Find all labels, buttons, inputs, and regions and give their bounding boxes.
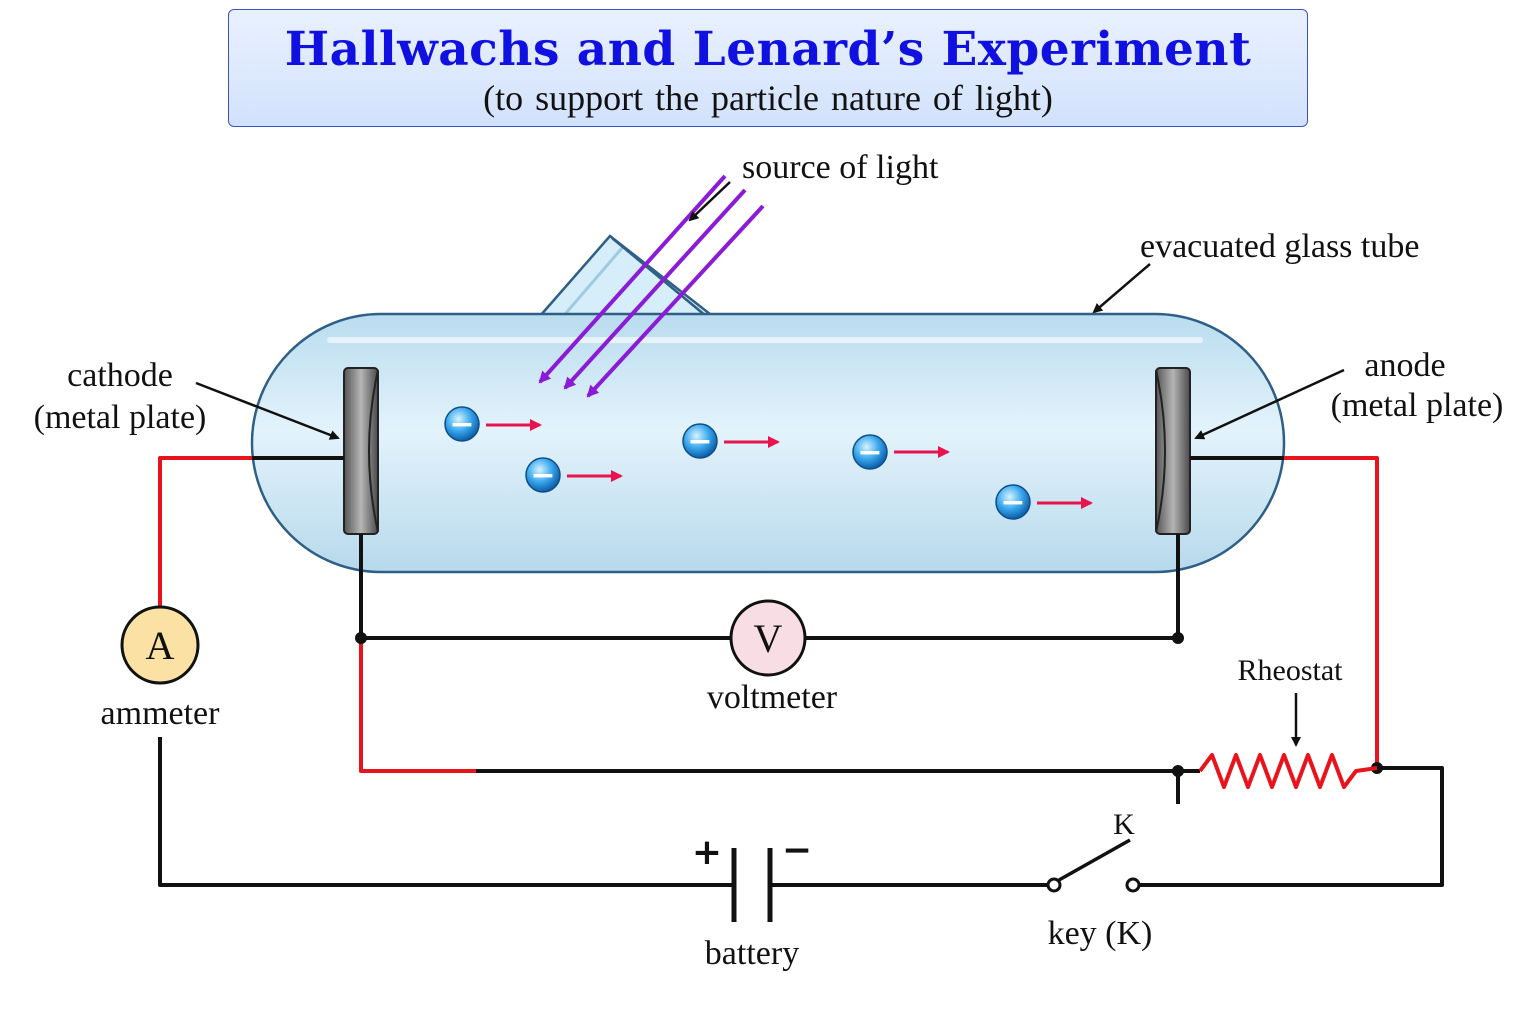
svg-text:−: −: [530, 458, 555, 493]
light-ray: [563, 188, 747, 390]
key-symbol: K: [1113, 808, 1135, 841]
light-ray: [586, 204, 765, 398]
pointer-anode: [1194, 368, 1345, 440]
title-box: Hallwachs and Lenard’s Experiment (to su…: [228, 9, 1308, 127]
electron: −: [852, 434, 950, 470]
electron: −: [444, 406, 542, 442]
svg-text:−: −: [1000, 485, 1025, 520]
label-anode-sub: (metal plate): [1331, 387, 1504, 424]
label-cathode-sub: (metal plate): [34, 399, 207, 436]
pointer-tube: [1092, 263, 1151, 314]
electrons: − − − − −: [444, 406, 1093, 520]
ammeter-symbol: A: [146, 623, 175, 668]
light-rays: [538, 174, 765, 398]
cathode-plate: [343, 367, 379, 535]
rheostat-coil: [1198, 753, 1378, 789]
svg-text:−: −: [857, 435, 882, 470]
label-ammeter: ammeter: [101, 695, 221, 732]
pointer-cathode: [195, 381, 340, 440]
label-source-of-light: source of light: [742, 149, 939, 186]
diagram-subtitle: (to support the particle nature of light…: [483, 78, 1053, 118]
light-ray: [538, 174, 727, 384]
voltmeter: V: [729, 599, 807, 677]
label-rheostat: Rheostat: [1238, 654, 1344, 687]
label-voltmeter: voltmeter: [707, 679, 838, 716]
svg-text:−: −: [449, 407, 474, 442]
junction-dot: [1172, 765, 1184, 777]
pointer-source: [688, 181, 731, 222]
electron: −: [525, 457, 623, 493]
label-key: key (K): [1048, 915, 1153, 952]
electron: −: [682, 423, 780, 459]
battery-plus: +: [692, 832, 722, 873]
diagram-title: Hallwachs and Lenard’s Experiment: [284, 22, 1252, 77]
battery-cell: + −: [692, 830, 812, 922]
label-cathode: cathode: [67, 357, 173, 394]
anode-plate: [1155, 367, 1191, 535]
electron: −: [995, 484, 1093, 520]
ammeter: A: [120, 605, 200, 685]
label-battery: battery: [705, 935, 799, 972]
key-switch[interactable]: K: [1046, 808, 1141, 893]
junction-dot: [355, 632, 367, 644]
svg-text:−: −: [687, 424, 712, 459]
battery-minus: −: [782, 830, 812, 871]
junction-dot: [1172, 632, 1184, 644]
voltmeter-symbol: V: [754, 616, 783, 661]
label-glass-tube: evacuated glass tube: [1140, 228, 1419, 265]
label-anode: anode: [1364, 347, 1445, 384]
